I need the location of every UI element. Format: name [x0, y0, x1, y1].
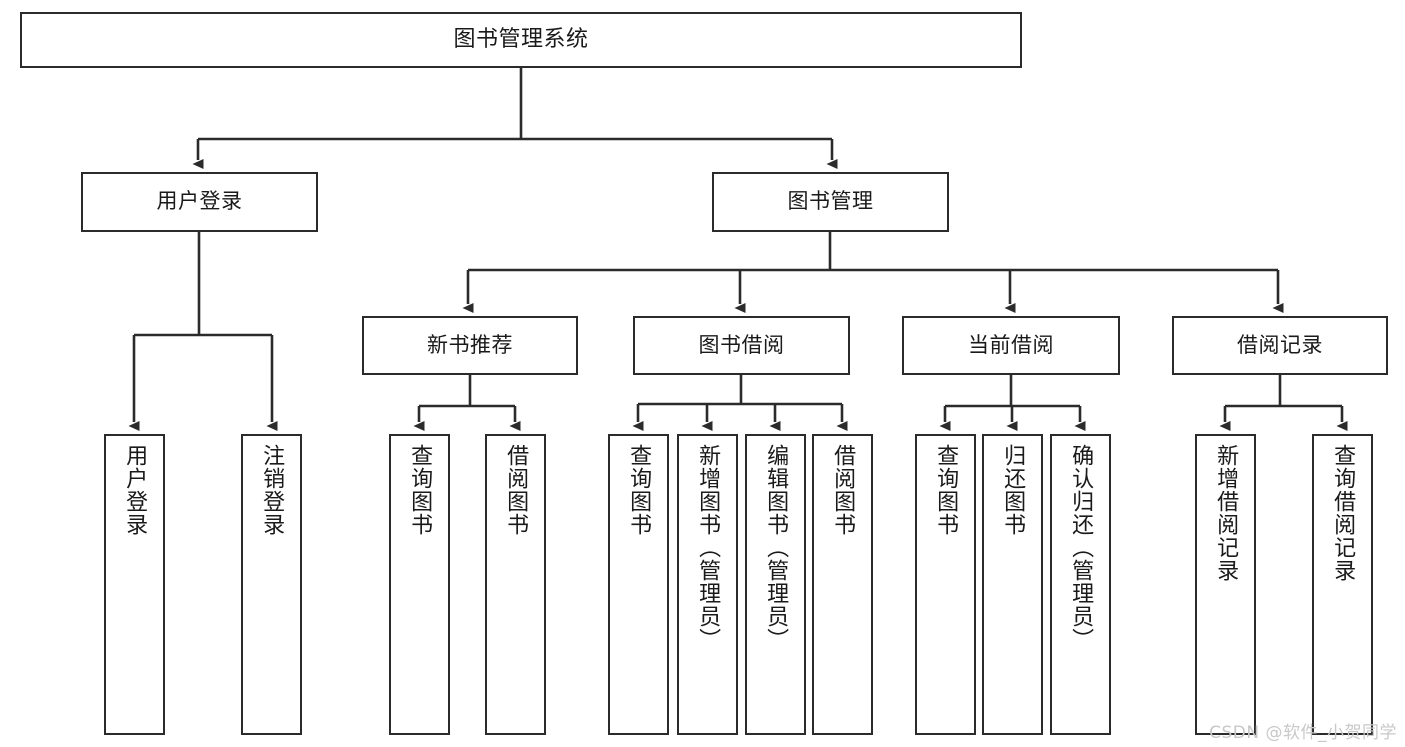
- node-label: 编辑图书（管理员）: [763, 444, 789, 651]
- node-label: 查询图书: [933, 444, 959, 536]
- node-borrow-record[interactable]: 借阅记录: [1172, 316, 1388, 375]
- node-leaf-return-book[interactable]: 归还图书: [982, 434, 1043, 735]
- node-label: 用户登录: [156, 189, 243, 214]
- node-label: 图书管理: [787, 189, 874, 214]
- node-label: 借阅图书: [503, 444, 529, 536]
- node-leaf-borrow-book-recommend[interactable]: 借阅图书: [485, 434, 546, 735]
- csdn-watermark: CSDN @软件_小贺同学: [1209, 723, 1397, 743]
- node-leaf-query-book-recommend[interactable]: 查询图书: [389, 434, 450, 735]
- node-label: 图书管理系统: [453, 26, 589, 52]
- node-current-borrow[interactable]: 当前借阅: [902, 316, 1120, 375]
- node-leaf-confirm-return-admin[interactable]: 确认归还（管理员）: [1050, 434, 1111, 735]
- node-label: 归还图书: [1000, 444, 1026, 536]
- node-leaf-edit-book-admin[interactable]: 编辑图书（管理员）: [745, 434, 806, 735]
- node-leaf-logout[interactable]: 注销登录: [241, 434, 302, 735]
- node-label: 新书推荐: [427, 332, 513, 357]
- node-book-manage[interactable]: 图书管理: [712, 172, 949, 232]
- node-user-login[interactable]: 用户登录: [81, 172, 318, 232]
- node-label: 查询图书: [626, 444, 652, 536]
- node-label: 查询借阅记录: [1330, 444, 1356, 582]
- node-leaf-borrow-book[interactable]: 借阅图书: [812, 434, 873, 735]
- node-leaf-add-borrow-record[interactable]: 新增借阅记录: [1195, 434, 1256, 735]
- node-label: 查询图书: [407, 444, 433, 536]
- node-root-system[interactable]: 图书管理系统: [20, 12, 1022, 68]
- node-leaf-query-borrow-record[interactable]: 查询借阅记录: [1312, 434, 1373, 735]
- node-leaf-query-book-current[interactable]: 查询图书: [915, 434, 976, 735]
- node-label: 用户登录: [122, 444, 148, 536]
- node-label: 新增图书（管理员）: [695, 444, 721, 651]
- node-label: 图书借阅: [698, 332, 785, 357]
- node-label: 借阅图书: [830, 444, 856, 536]
- node-label: 注销登录: [259, 444, 285, 536]
- node-label: 借阅记录: [1237, 332, 1323, 357]
- node-new-book-recommend[interactable]: 新书推荐: [362, 316, 578, 375]
- node-label: 当前借阅: [968, 332, 1054, 357]
- node-label: 新增借阅记录: [1213, 444, 1239, 582]
- node-leaf-user-login[interactable]: 用户登录: [104, 434, 165, 735]
- node-leaf-add-book-admin[interactable]: 新增图书（管理员）: [677, 434, 738, 735]
- node-book-borrow[interactable]: 图书借阅: [633, 316, 850, 375]
- node-leaf-query-book-borrow[interactable]: 查询图书: [608, 434, 669, 735]
- node-label: 确认归还（管理员）: [1068, 444, 1094, 651]
